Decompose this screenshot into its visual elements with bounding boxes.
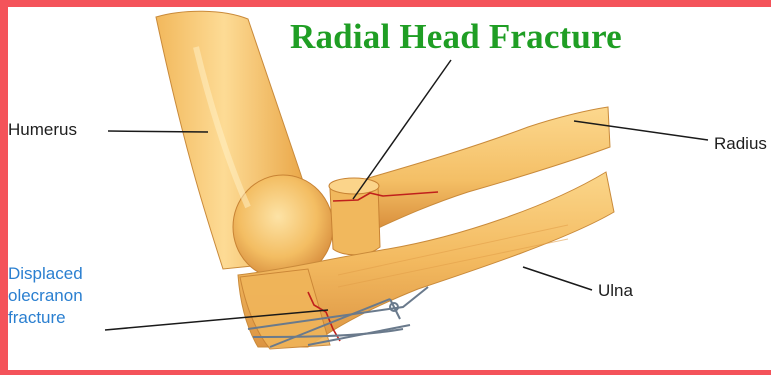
olecranon-label-line-3: fracture bbox=[8, 307, 128, 329]
diagram-title: Radial Head Fracture bbox=[290, 17, 622, 57]
olecranon-label-line-1: Displaced bbox=[8, 263, 128, 285]
diagram-frame: Radial Head Fracture Humerus Radius Ulna… bbox=[8, 7, 771, 370]
humerus-label: Humerus bbox=[8, 120, 77, 140]
ulna-label: Ulna bbox=[598, 281, 633, 301]
radius-label: Radius bbox=[714, 134, 767, 154]
olecranon-label-line-2: olecranon bbox=[8, 285, 128, 307]
olecranon-fracture-label: Displaced olecranon fracture bbox=[8, 263, 128, 329]
